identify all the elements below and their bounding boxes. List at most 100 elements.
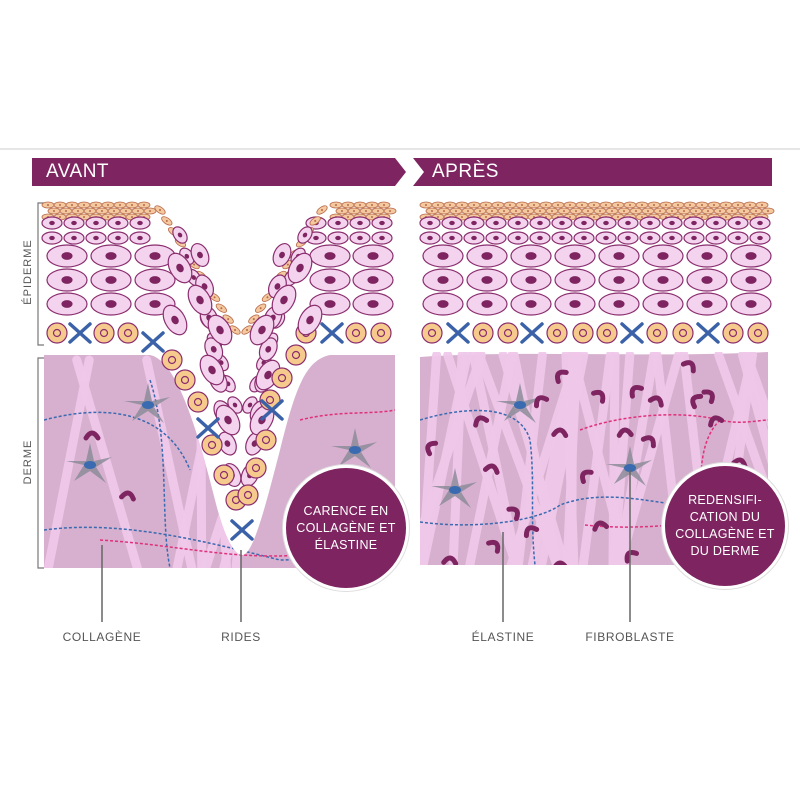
keratinocyte	[297, 304, 323, 336]
collagen-fiber	[714, 352, 768, 507]
before-title: AVANT	[46, 161, 110, 182]
basal-cell-nucleus	[652, 328, 662, 338]
corneocyte-nucleus	[220, 307, 223, 310]
corneocyte-nucleus	[551, 210, 553, 212]
corneocyte-nucleus	[515, 210, 517, 212]
cell-nucleus	[71, 220, 77, 226]
corneocyte-nucleus	[59, 216, 61, 218]
cell-nucleus	[735, 235, 741, 241]
elastin-knot	[551, 427, 569, 439]
label-elastin: ÉLASTINE	[471, 630, 535, 644]
keratinocyte	[419, 231, 441, 245]
corneocyte	[383, 207, 397, 215]
keratinocyte	[573, 231, 595, 245]
keratinocyte	[134, 244, 176, 268]
cell-nucleus	[569, 252, 581, 260]
cell-nucleus	[367, 300, 379, 308]
basal-cell-body	[271, 367, 293, 389]
basal-cell	[345, 322, 367, 344]
elastin-knot	[441, 555, 459, 565]
cell-nucleus	[264, 370, 272, 380]
cell-nucleus	[335, 220, 341, 226]
corneocyte	[95, 207, 109, 215]
basal-cell-nucleus	[351, 328, 361, 338]
cell-nucleus	[471, 220, 477, 226]
basal-cell-nucleus	[503, 328, 513, 338]
keratinocyte	[85, 231, 107, 245]
corneocyte	[143, 207, 157, 215]
cell-nucleus	[177, 232, 183, 238]
corneocyte-nucleus	[353, 210, 355, 212]
keratinocyte	[309, 244, 351, 268]
keratinocyte	[595, 231, 617, 245]
cell-nucleus	[481, 300, 493, 308]
corneocyte	[545, 207, 559, 215]
keratinocyte	[129, 216, 151, 230]
corneocyte	[371, 207, 385, 215]
callout-after: REDENSIFI-CATION DU COLLAGÈNE ET DU DERM…	[662, 463, 788, 589]
basal-cell-body	[174, 369, 196, 391]
keratinocyte	[551, 231, 573, 245]
corneocyte-nucleus	[347, 204, 349, 206]
corneocyte	[509, 207, 523, 215]
corneocyte	[533, 207, 547, 215]
cell-nucleus	[149, 300, 161, 308]
corneocyte-nucleus	[569, 216, 571, 218]
corneocyte-nucleus	[521, 204, 523, 206]
corneocyte	[83, 207, 97, 215]
corneocyte	[77, 201, 91, 209]
corneocyte-nucleus	[545, 204, 547, 206]
corneocyte-nucleus	[695, 210, 697, 212]
basal-cell	[497, 322, 519, 344]
basal-cell-nucleus	[167, 355, 177, 365]
basal-cell	[747, 322, 769, 344]
corneocyte	[641, 207, 655, 215]
elastin-knot	[506, 506, 520, 522]
corneocyte	[485, 207, 499, 215]
cell-nucleus	[105, 276, 117, 284]
corneocyte-nucleus	[425, 204, 427, 206]
basal-cell	[472, 322, 494, 344]
basal-cell-body	[345, 322, 367, 344]
keratinocyte	[598, 292, 640, 316]
cell-nucleus	[115, 235, 121, 241]
cell-nucleus	[324, 252, 336, 260]
basal-cell	[370, 322, 392, 344]
cell-nucleus	[279, 251, 285, 259]
keratinocyte	[441, 231, 463, 245]
cell-nucleus	[115, 220, 121, 226]
corneocyte-nucleus	[665, 204, 667, 206]
fibroblast-nucleus	[142, 401, 154, 409]
cell-nucleus	[379, 235, 385, 241]
elastin-knot	[83, 430, 101, 441]
basal-cell	[596, 322, 618, 344]
keratinocyte	[134, 268, 176, 292]
banner-after	[413, 158, 772, 186]
cell-nucleus	[105, 252, 117, 260]
basal-cell-body	[213, 464, 235, 486]
cell-nucleus	[613, 300, 625, 308]
banner-before	[32, 158, 406, 186]
cell-nucleus	[713, 235, 719, 241]
corneocyte-nucleus	[467, 210, 469, 212]
cell-nucleus	[357, 220, 363, 226]
keratinocyte	[46, 268, 88, 292]
corneocyte-nucleus	[347, 216, 349, 218]
cell-nucleus	[184, 253, 190, 259]
corneocyte-nucleus	[213, 296, 216, 299]
cell-nucleus	[437, 276, 449, 284]
corneocyte	[437, 207, 451, 215]
elastin-knot	[486, 539, 501, 554]
cell-nucleus	[437, 300, 449, 308]
corneocyte	[575, 201, 589, 209]
corneocyte	[419, 201, 433, 209]
corneocyte-nucleus	[47, 204, 49, 206]
basal-cell-nucleus	[602, 328, 612, 338]
fibroblast	[431, 468, 477, 508]
fibroblast-nucleus	[84, 461, 96, 469]
corneocyte	[689, 207, 703, 215]
collagen-fiber	[465, 352, 517, 565]
keratinocyte	[485, 231, 507, 245]
corneocyte-nucleus	[246, 329, 248, 331]
collagen-fiber	[420, 352, 472, 565]
